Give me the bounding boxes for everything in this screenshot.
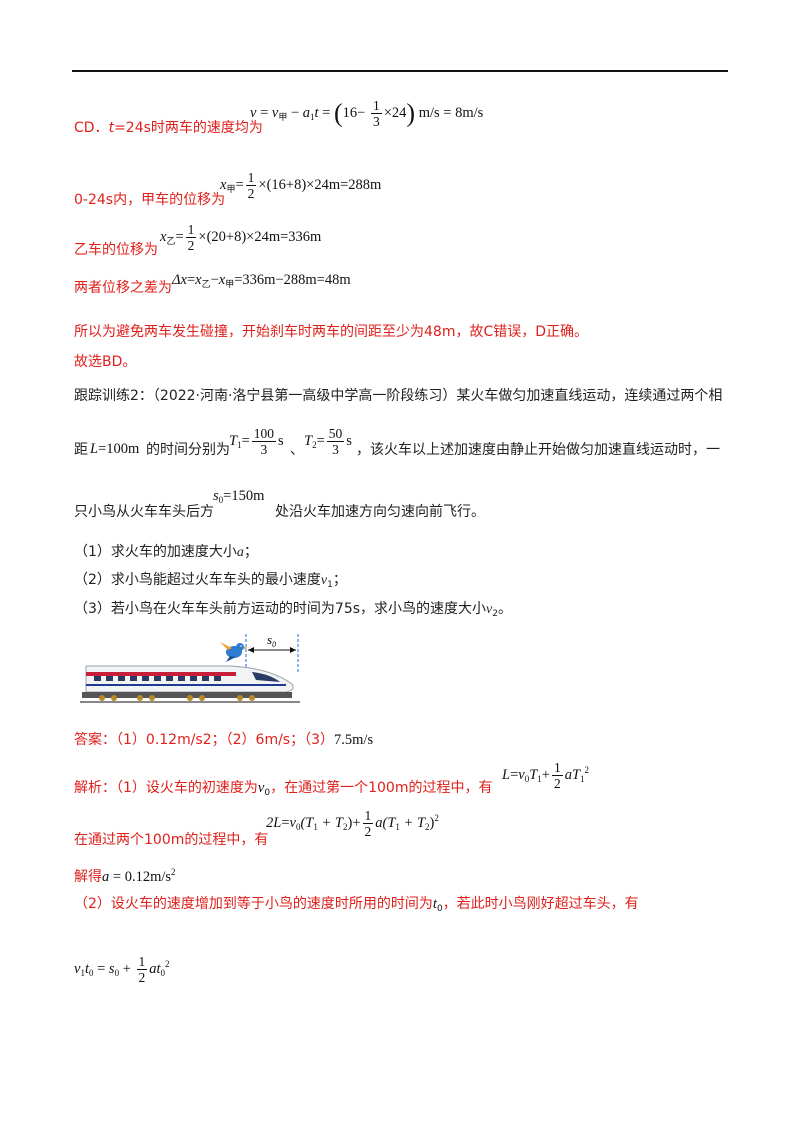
train-icon [80,665,300,703]
analysis-line-2: 在通过两个100m的过程中，有 [74,832,269,848]
problem-sep: 、 [290,442,304,458]
bird-icon [220,642,248,662]
figure-label-s0: s0 [267,632,276,649]
diff-equation: Δx=x乙−x甲=336m−288m=48m [172,272,351,289]
analysis-line-3: （2）设火车的速度增加到等于小鸟的速度时所用的时间为t0，若此时小鸟刚好超过车头… [74,896,639,914]
train-bird-figure: s0 [80,632,300,703]
problem-line-2-mid: 的时间分别为 [146,442,230,458]
problem-L-equation: L=100m [90,441,140,457]
question-2: （2）求小鸟能超过火车车头的最小速度v1； [74,572,347,590]
problem-line-2-end: ，该火车以上述加速度由静止开始做匀加速直线运动时，一 [356,442,720,458]
disp-yi-label: 乙车的位移为 [74,242,158,258]
problem-line-3-end: 处沿火车加速方向匀速向前飞行。 [275,504,485,520]
problem-line-3-start: 只小鸟从火车车头后方 [74,504,214,520]
cd-label: CD．t=24s时两车的速度均为 [74,120,263,136]
choice-text: 故选BD。 [74,354,137,370]
disp-jia-label: 0-24s内，甲车的位移为 [74,192,226,208]
diff-label: 两者位移之差为 [74,280,172,296]
answer-line: 答案：（1）0.12m/s2；（2）6m/s；（3）7.5m/s [74,732,374,748]
header-rule [72,70,728,72]
solve-line: 解得a = 0.12m/s2 [74,867,176,885]
problem-s0-equation: s0=150m [213,488,265,505]
question-1: （1）求火车的加速度大小a； [74,544,258,560]
question-3: （3）若小鸟在火车车头前方运动的时间为75s，求小鸟的速度大小v2。 [74,601,512,619]
conclusion-text: 所以为避免两车发生碰撞，开始刹车时两车的间距至少为48m，故C错误，D正确。 [74,324,589,340]
analysis-line-1: 解析：（1）设火车的初速度为v0，在通过第一个100m的过程中，有 [74,780,493,798]
problem-line-2-start: 距 [74,442,88,458]
problem-line-1: 跟踪训练2：（2022·河南·洛宁县第一高级中学高一阶段练习）某火车做匀加速直线… [74,388,723,404]
